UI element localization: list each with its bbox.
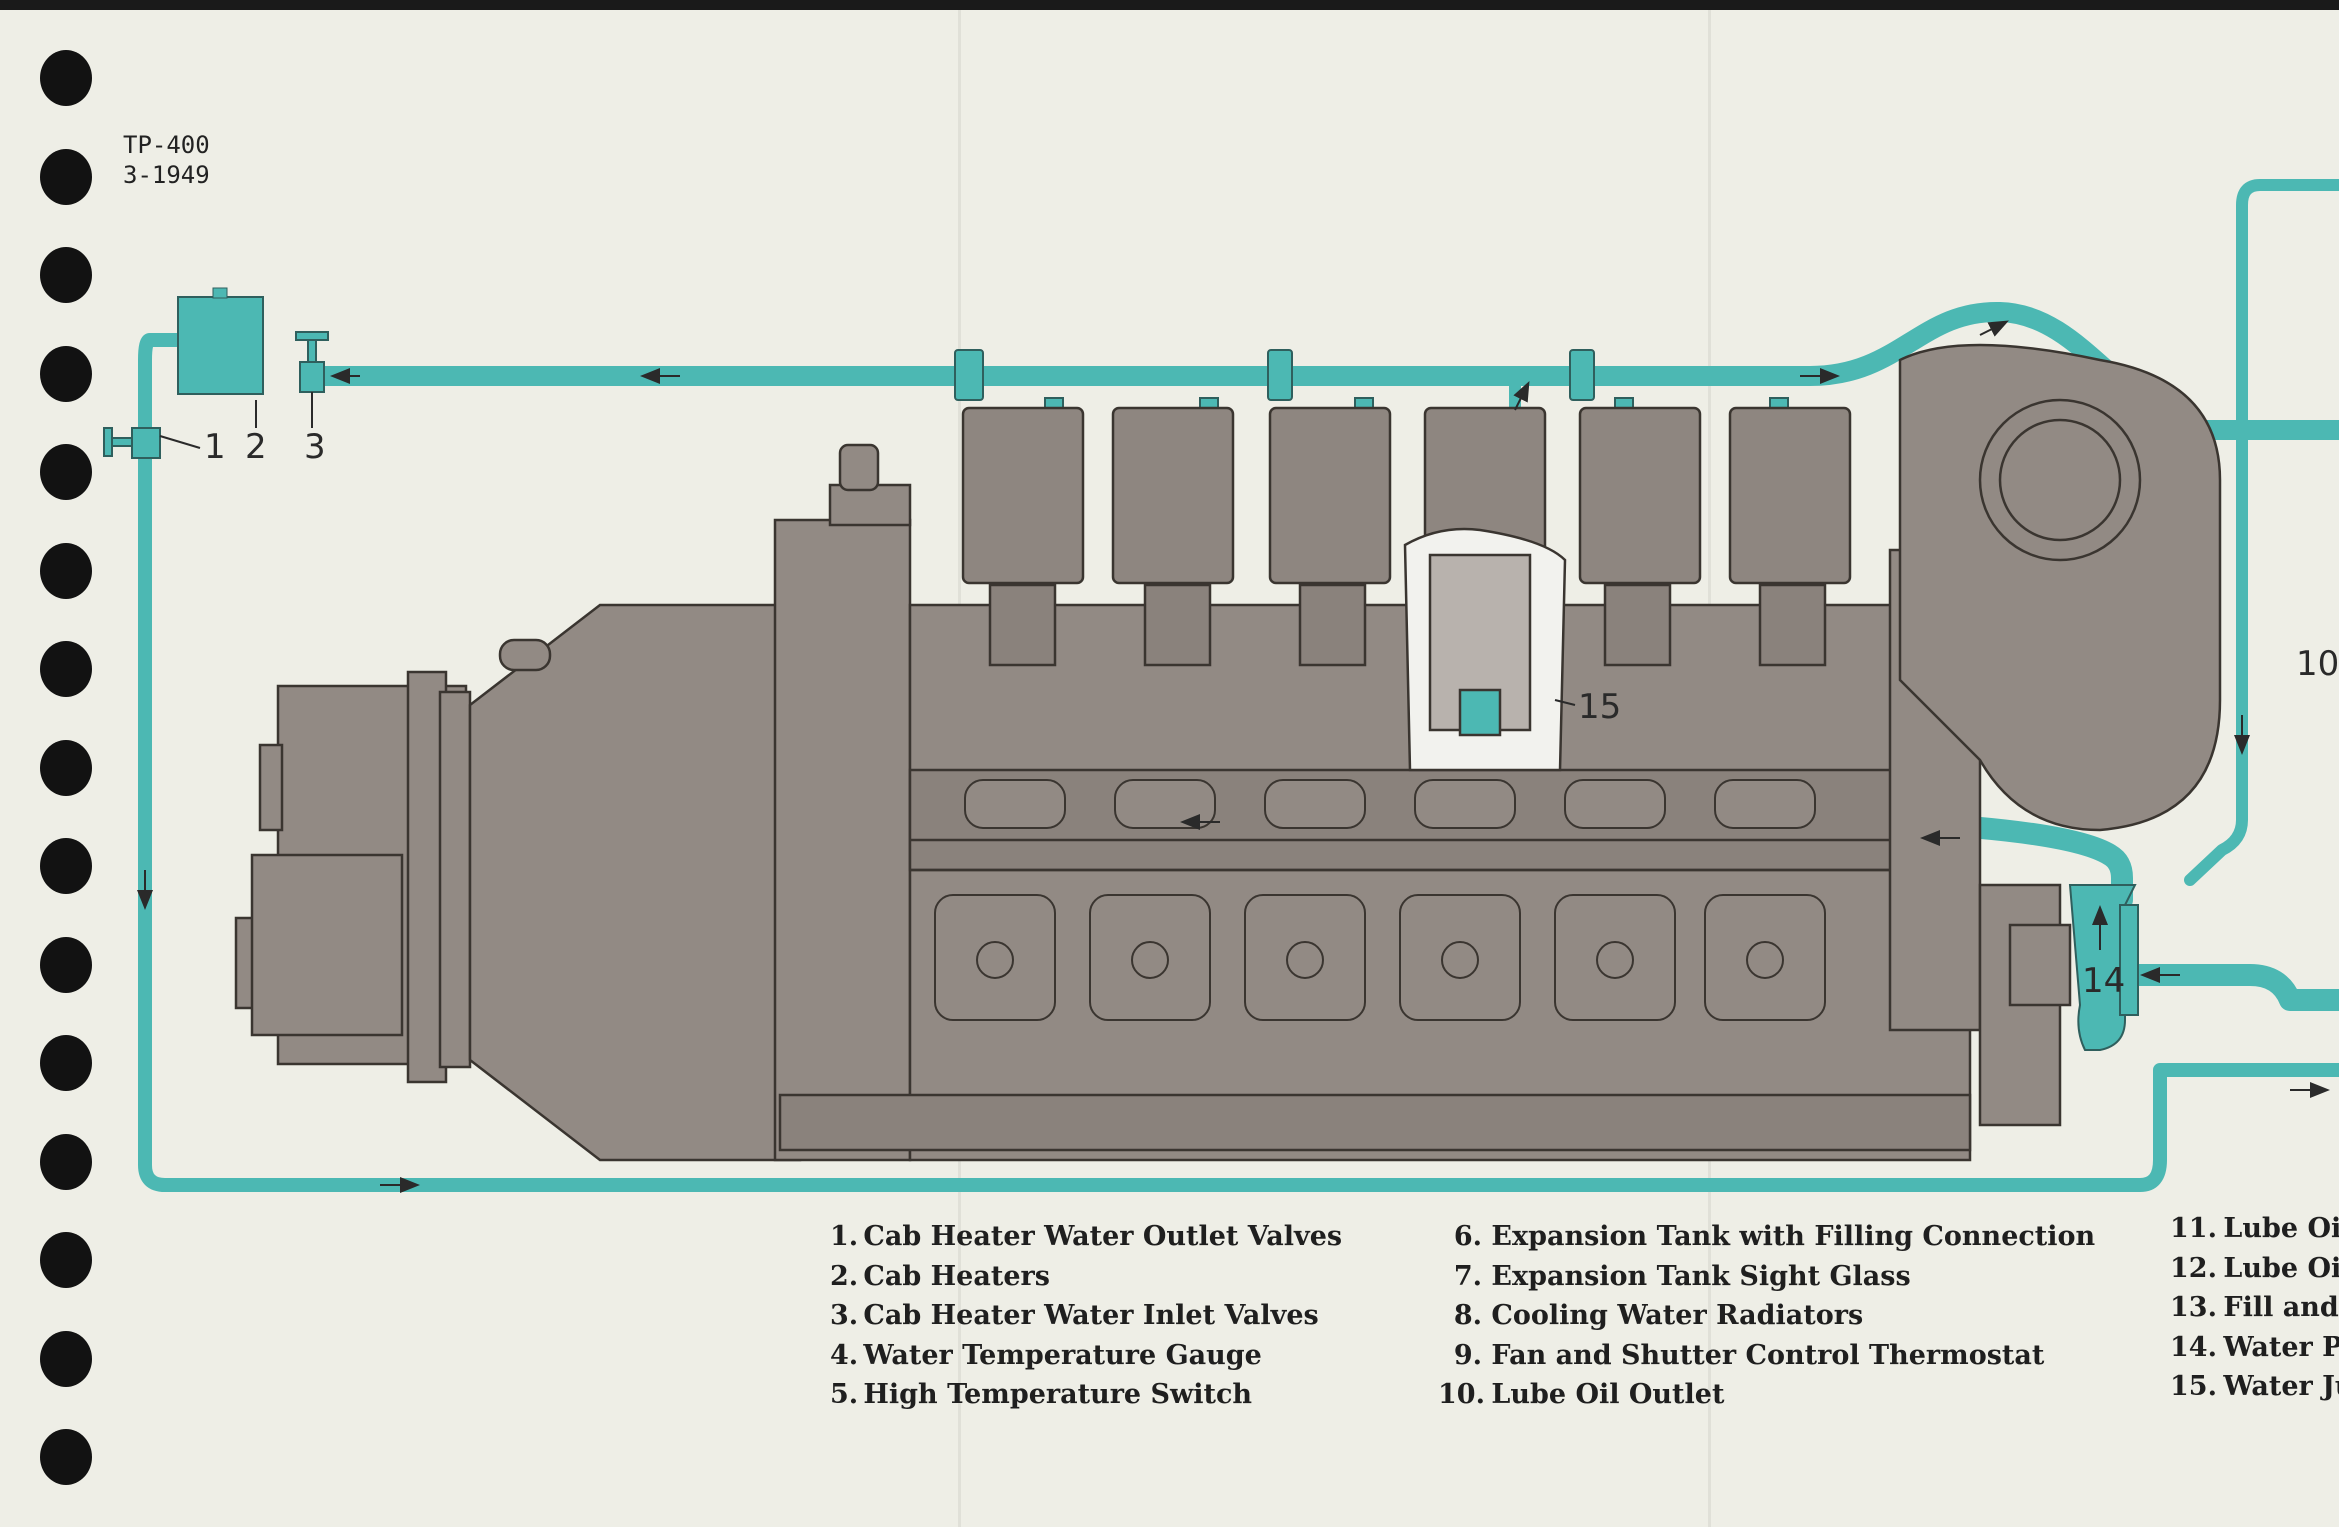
legend-number: 6.: [1453, 1221, 1482, 1252]
binder-hole: [40, 50, 92, 106]
legend-label: Cab Heater Water Inlet Valves: [863, 1300, 1319, 1331]
cab-heater: [177, 296, 264, 395]
legend-item: 3. Cab Heater Water Inlet Valves: [830, 1296, 1342, 1336]
document-id: TP-400 3-1949: [123, 130, 210, 190]
binder-hole: [40, 542, 92, 599]
left-loop-pipe: [138, 333, 2339, 1192]
legend-label: Fan and Shutter Control Thermostat: [1491, 1339, 2045, 1371]
legend-item: 10. Lube Oil Outlet: [1438, 1375, 2095, 1415]
binder-hole: [40, 1429, 92, 1485]
legend-number: 7.: [1453, 1260, 1482, 1292]
legend-number: 9.: [1453, 1339, 1482, 1371]
legend-number: 8.: [1453, 1300, 1482, 1331]
legend-label: Water Ju: [2223, 1371, 2339, 1402]
legend-item: 12. Lube Oil: [2170, 1249, 2339, 1289]
legend-item: 6. Expansion Tank with Filling Connectio…: [1438, 1217, 2095, 1257]
legend-number: 1.: [830, 1221, 859, 1252]
water-pump: [2068, 884, 2139, 1051]
door-handles: [976, 941, 1784, 979]
legend-number: 12.: [2170, 1252, 2217, 1284]
legend-number: 14.: [2170, 1331, 2217, 1363]
legend-item: 1. Cab Heater Water Outlet Valves: [830, 1217, 1342, 1257]
legend-item: 15. Water Ju: [2170, 1367, 2339, 1407]
engine-end-plate: [773, 518, 912, 1162]
legend-item: 4. Water Temperature Gauge: [830, 1336, 1342, 1376]
legend-label: Lube Oil Outlet: [1491, 1379, 1725, 1410]
legend-item: 8. Cooling Water Radiators: [1438, 1296, 2095, 1336]
binder-hole: [40, 444, 92, 500]
callout-3: 3: [304, 427, 326, 467]
legend-item: 5. High Temperature Switch: [830, 1375, 1342, 1415]
callout-10: 10-: [2296, 644, 2339, 684]
binder-hole: [40, 1035, 92, 1091]
flow-arrows: [137, 320, 2330, 1193]
crankcase-doors: [934, 894, 1826, 1021]
legend-number: 13.: [2170, 1292, 2217, 1323]
legend-item: 7. Expansion Tank Sight Glass: [1438, 1257, 2095, 1297]
inlet-valve: [295, 331, 329, 393]
binder-hole: [40, 1232, 92, 1288]
legend-item: 14. Water Pu: [2170, 1328, 2339, 1368]
legend-column-2: 6. Expansion Tank with Filling Connectio…: [1438, 1217, 2095, 1415]
legend-label: Expansion Tank with Filling Connection: [1491, 1221, 2096, 1252]
legend-number: 15.: [2170, 1371, 2217, 1402]
legend-label: Cooling Water Radiators: [1491, 1300, 1864, 1331]
bell-housing: [468, 603, 802, 1162]
legend-label: High Temperature Switch: [863, 1379, 1253, 1410]
binder-hole: [40, 936, 92, 993]
legend-label: Lube Oil: [2223, 1213, 2339, 1244]
binder-hole: [40, 1133, 92, 1190]
legend-label: Cab Heater Water Outlet Valves: [863, 1221, 1343, 1252]
legend-label: Water Pu: [2223, 1331, 2339, 1363]
binder-hole: [40, 148, 92, 205]
legend-label: Lube Oil: [2223, 1252, 2339, 1284]
legend-item: 11. Lube Oil: [2170, 1209, 2339, 1249]
callout-2: 2: [245, 427, 267, 467]
legend-item: 9. Fan and Shutter Control Thermostat: [1438, 1336, 2095, 1376]
outlet-valve: [103, 427, 161, 459]
document-date: 3-1949: [123, 161, 210, 189]
right-riser-pipe: [2184, 179, 2339, 886]
legend-number: 4.: [830, 1339, 859, 1371]
callout-15: 15: [1578, 687, 1621, 727]
cylinder-heads: [961, 406, 1852, 585]
callout-14: 14: [2082, 961, 2125, 1001]
injector-bases: [988, 583, 1827, 667]
legend-label: Cab Heaters: [863, 1260, 1050, 1292]
legend-item: 13. Fill and: [2170, 1288, 2339, 1328]
legend-number: 2.: [830, 1260, 859, 1292]
binder-hole: [40, 345, 92, 402]
pump-outlet-pipe: [2124, 964, 2339, 1011]
binder-hole: [40, 247, 92, 303]
engine: [234, 343, 2222, 1162]
binder-hole: [40, 739, 92, 796]
manifold-pads: [964, 779, 1816, 829]
cab-heater-assembly: [103, 287, 329, 459]
legend-label: Water Temperature Gauge: [863, 1339, 1262, 1371]
legend-item: 2. Cab Heaters: [830, 1257, 1342, 1297]
binder-holes: [40, 50, 100, 1510]
leader-lines: [159, 392, 1576, 706]
callout-1: 1: [204, 427, 226, 467]
legend-number: 5.: [830, 1379, 859, 1410]
binder-hole: [40, 1330, 92, 1387]
legend-label: Expansion Tank Sight Glass: [1491, 1260, 1911, 1292]
binder-hole: [40, 838, 92, 894]
legend-number: 3.: [830, 1300, 859, 1331]
document-code: TP-400: [123, 131, 210, 159]
legend-number: 11.: [2170, 1213, 2217, 1244]
legend-number: 10.: [1438, 1379, 1485, 1410]
binder-hole: [40, 641, 92, 697]
legend-label: Fill and: [2223, 1292, 2339, 1323]
